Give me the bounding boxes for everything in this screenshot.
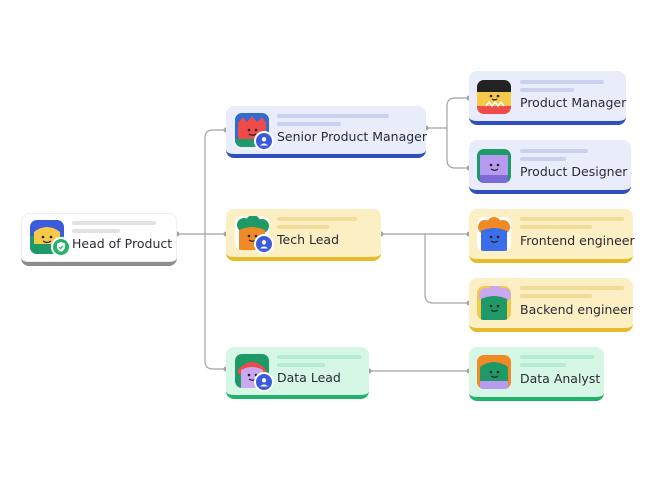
avatar (477, 149, 511, 183)
shield-check-icon (51, 237, 71, 257)
placeholder-lines (520, 355, 594, 371)
placeholder-lines (72, 221, 156, 237)
avatar (477, 217, 511, 251)
node-label: Head of Product (72, 236, 173, 251)
node-product-manager[interactable]: Product Manager (469, 71, 626, 125)
avatar (235, 354, 269, 388)
node-backend-engineer[interactable]: Backend engineer (469, 278, 633, 332)
avatar (235, 113, 269, 147)
user-icon (254, 372, 274, 392)
node-label: Frontend engineer (520, 233, 635, 248)
node-label: Tech Lead (277, 232, 339, 247)
node-head-of-product[interactable]: Head of Product (21, 213, 177, 266)
node-label: Backend engineer (520, 302, 633, 317)
node-label: Product Designer (520, 164, 628, 179)
node-tech-lead[interactable]: Tech Lead (226, 209, 381, 261)
user-icon (254, 131, 274, 151)
node-label: Senior Product Manager (277, 129, 428, 144)
node-label: Data Analyst (520, 371, 601, 386)
avatar (477, 355, 511, 389)
avatar (477, 286, 511, 320)
node-product-designer[interactable]: Product Designer (469, 140, 631, 194)
placeholder-lines (520, 286, 624, 302)
avatar (477, 80, 511, 114)
placeholder-lines (520, 80, 604, 96)
node-data-lead[interactable]: Data Lead (226, 347, 369, 399)
user-icon (254, 234, 274, 254)
placeholder-lines (277, 114, 389, 130)
placeholder-lines (520, 149, 588, 165)
node-data-analyst[interactable]: Data Analyst (469, 347, 604, 401)
node-senior-product-manager[interactable]: Senior Product Manager (226, 106, 428, 158)
node-label: Data Lead (277, 370, 341, 385)
node-label: Product Manager (520, 95, 627, 110)
node-frontend-engineer[interactable]: Frontend engineer (469, 209, 635, 263)
placeholder-lines (277, 355, 361, 371)
placeholder-lines (520, 217, 624, 233)
placeholder-lines (277, 217, 357, 233)
